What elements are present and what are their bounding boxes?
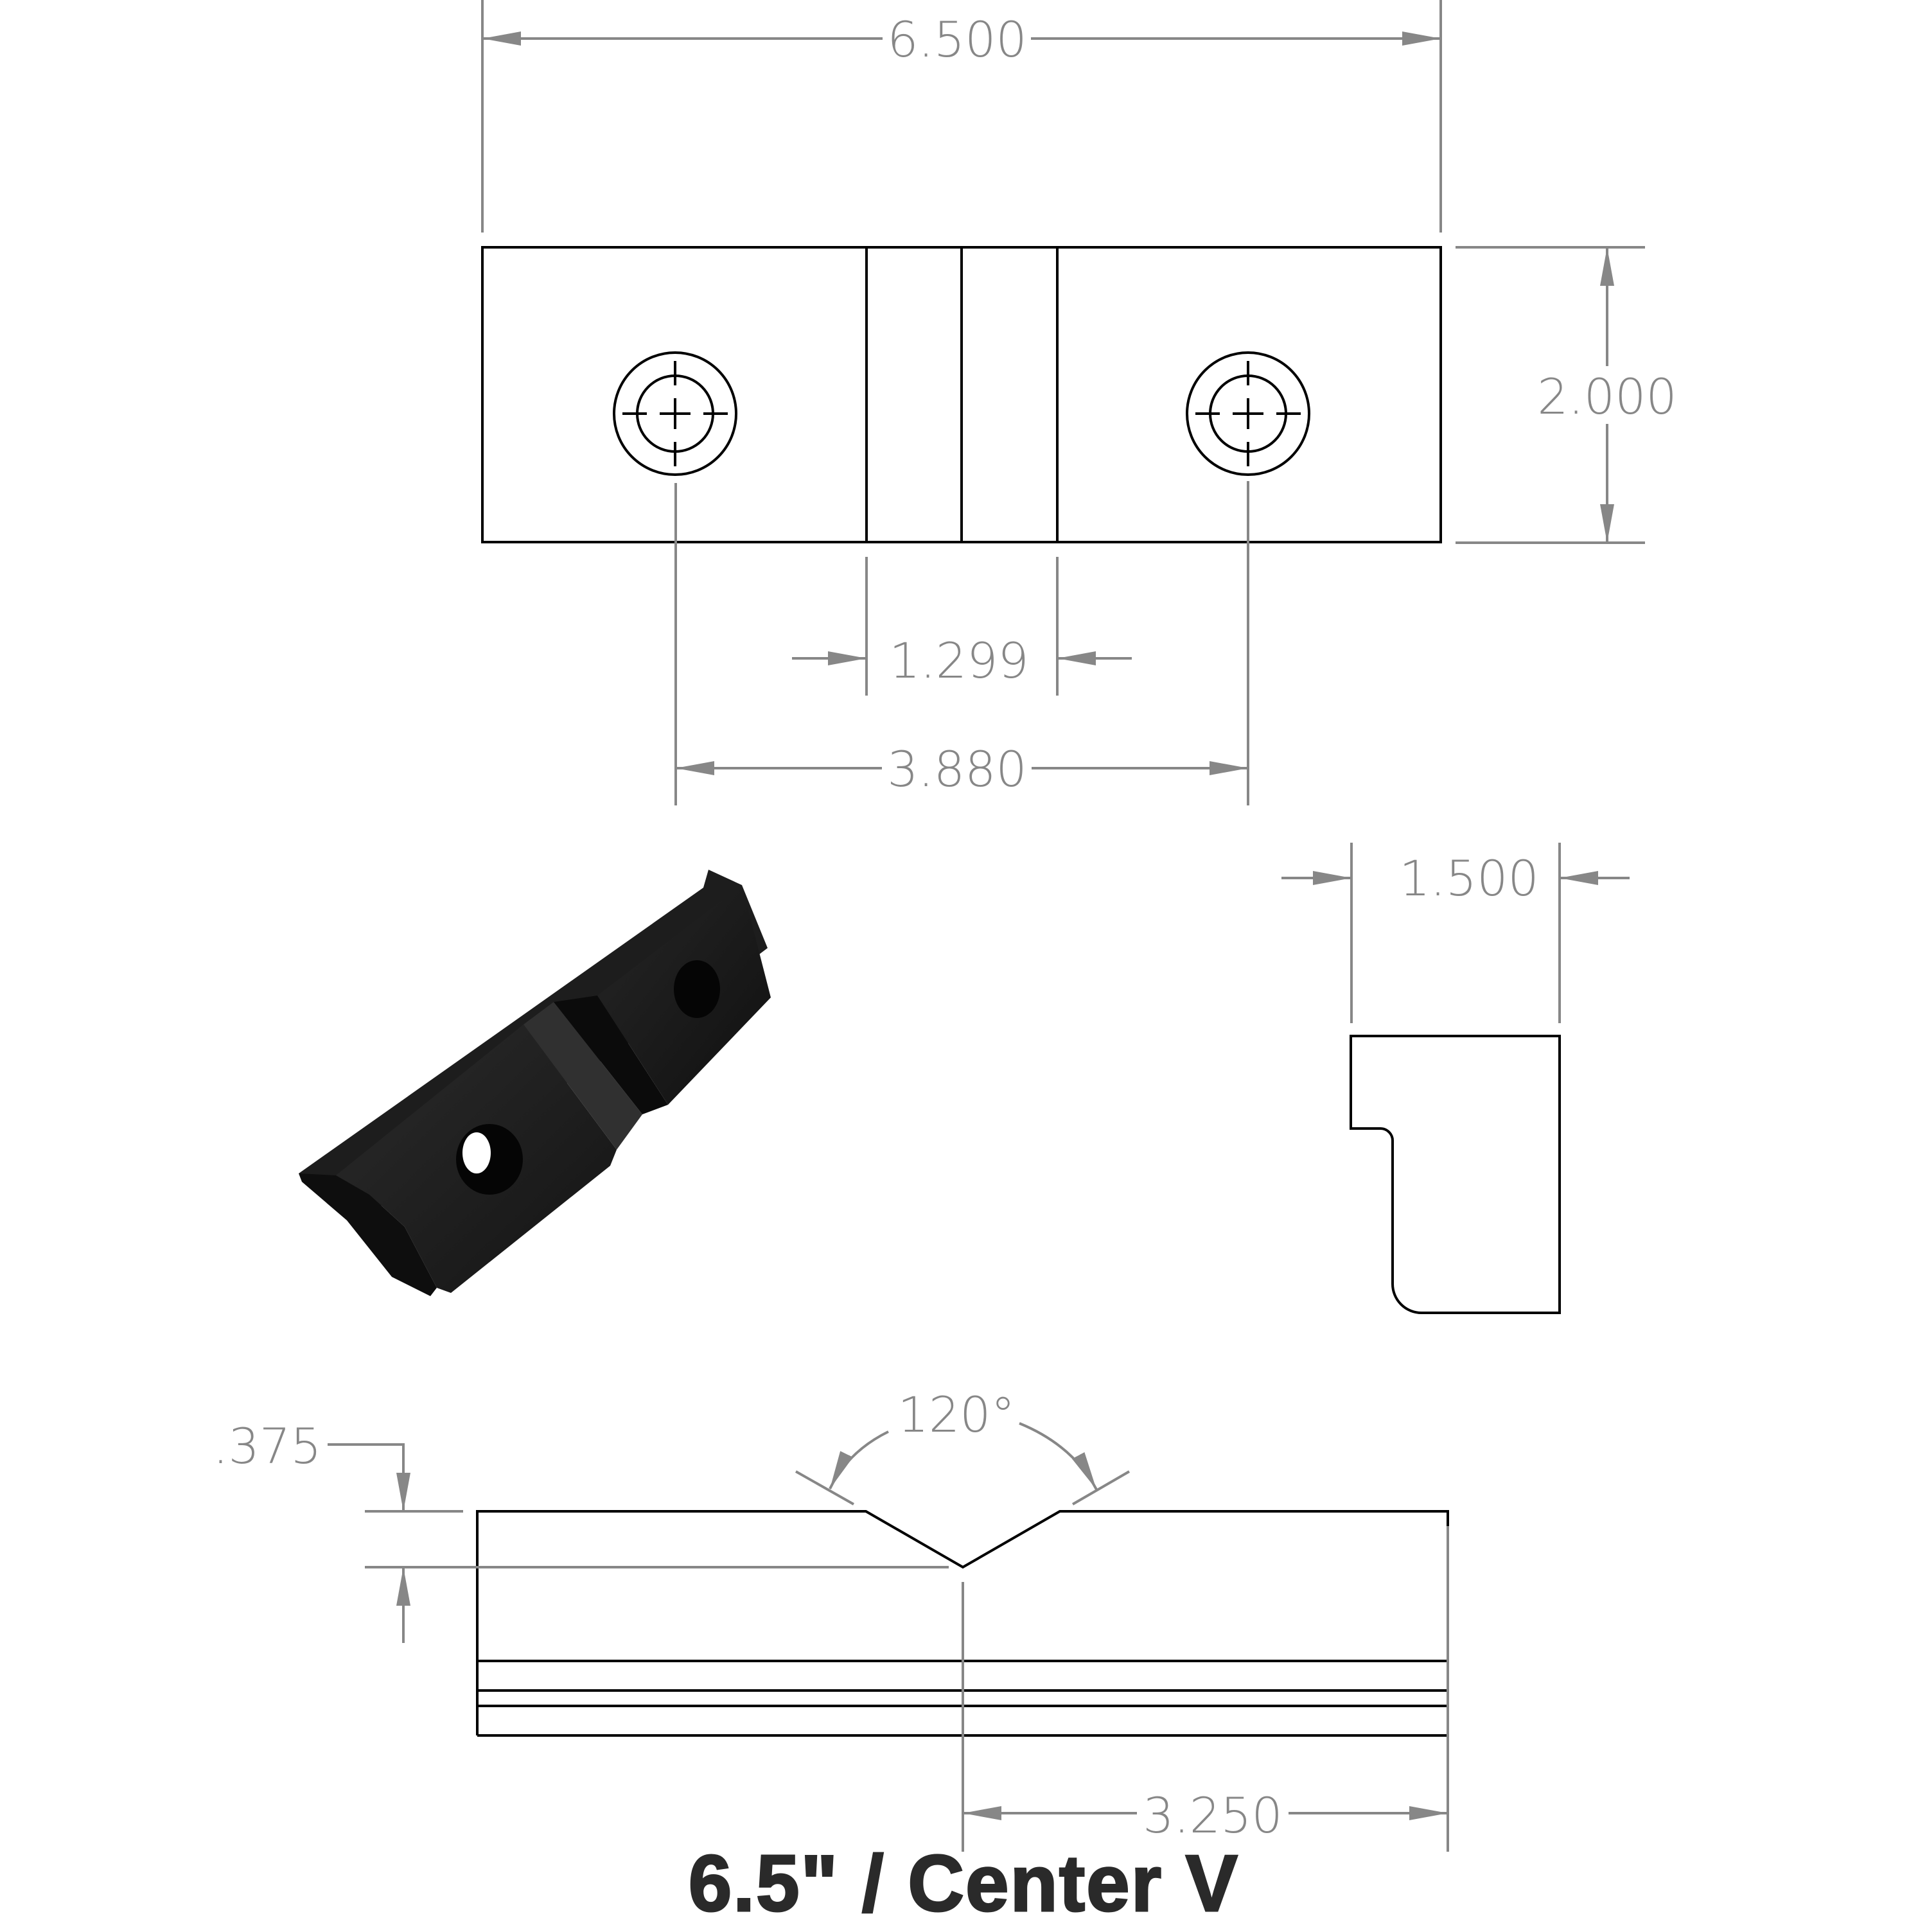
dimension-height — [1456, 246, 1645, 544]
top-view: 6.500 — [481, 0, 1677, 805]
v-depth-label: .375 — [213, 1418, 321, 1475]
side-profile-outline — [1350, 1035, 1561, 1314]
hole-spacing-label: 3.880 — [887, 741, 1027, 798]
dimension-slot-width — [792, 557, 1132, 696]
top-view-body — [481, 246, 1442, 543]
dimension-thickness — [1281, 843, 1630, 1023]
dimension-v-offset — [962, 1526, 1449, 1852]
dimension-v-depth — [328, 1443, 949, 1643]
front-view: .375 120° 3.250 — [213, 1386, 1449, 1852]
rendered-jaw-image — [299, 870, 771, 1296]
slot-width-label: 1.299 — [889, 632, 1029, 689]
left-hole-icon — [613, 351, 737, 476]
side-view: 1.500 — [1281, 843, 1630, 1314]
thickness-label: 1.500 — [1399, 850, 1539, 907]
v-offset-label: 3.250 — [1143, 1787, 1283, 1844]
v-angle-label: 120° — [897, 1386, 1015, 1443]
dimension-overall-length — [481, 0, 1442, 233]
overall-length-label: 6.500 — [887, 11, 1027, 68]
dimension-hole-spacing — [674, 481, 1249, 805]
right-hole-icon — [1186, 351, 1310, 476]
height-label: 2.000 — [1537, 368, 1677, 425]
dimension-v-angle — [795, 1422, 1131, 1506]
drawing-title-text: 6.5" / Center V — [687, 1839, 1239, 1929]
drawing-title: 6.5" / Center V — [0, 1836, 1927, 1932]
